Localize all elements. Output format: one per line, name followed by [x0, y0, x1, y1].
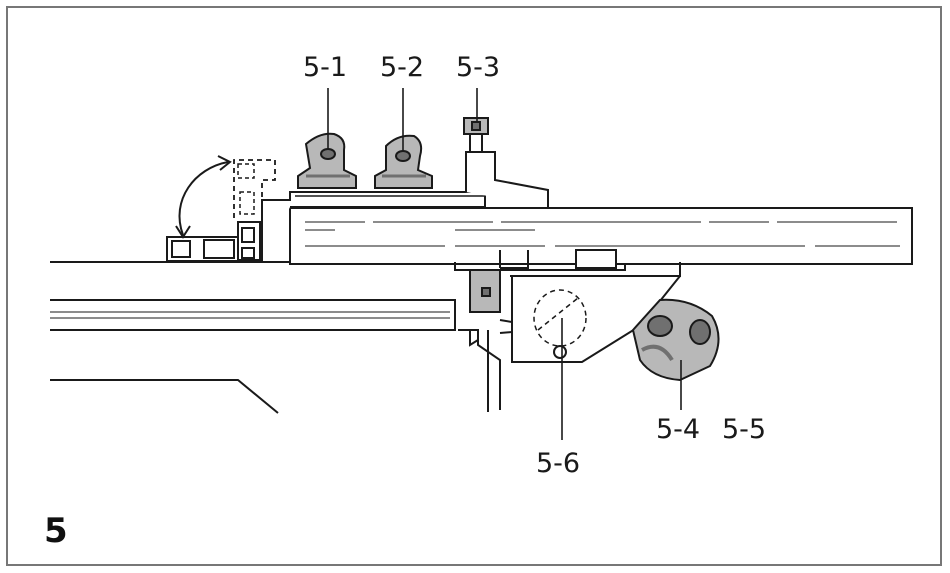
- figure-number: 5: [44, 511, 68, 551]
- fence-end: [166, 159, 276, 262]
- curved-double-arrow-icon: [175, 155, 232, 239]
- carriage-plate: [261, 151, 549, 263]
- callout-5-6: 5-6: [536, 448, 580, 479]
- callout-5-1: 5-1: [303, 52, 347, 83]
- base-rail: [50, 261, 470, 414]
- callout-5-2: 5-2: [380, 52, 424, 83]
- callout-5-5: 5-5: [722, 414, 766, 445]
- clamp-knob-5-2: [374, 134, 433, 189]
- clamp-knob-5-1: [297, 132, 357, 189]
- lever-block: [469, 269, 501, 313]
- leader-lines: [327, 88, 682, 440]
- lower-bracket: [454, 249, 681, 412]
- callout-5-4: 5-4: [656, 414, 700, 445]
- callout-5-3: 5-3: [456, 52, 500, 83]
- screw-5-3: [463, 117, 489, 153]
- knob-icon: [631, 298, 720, 382]
